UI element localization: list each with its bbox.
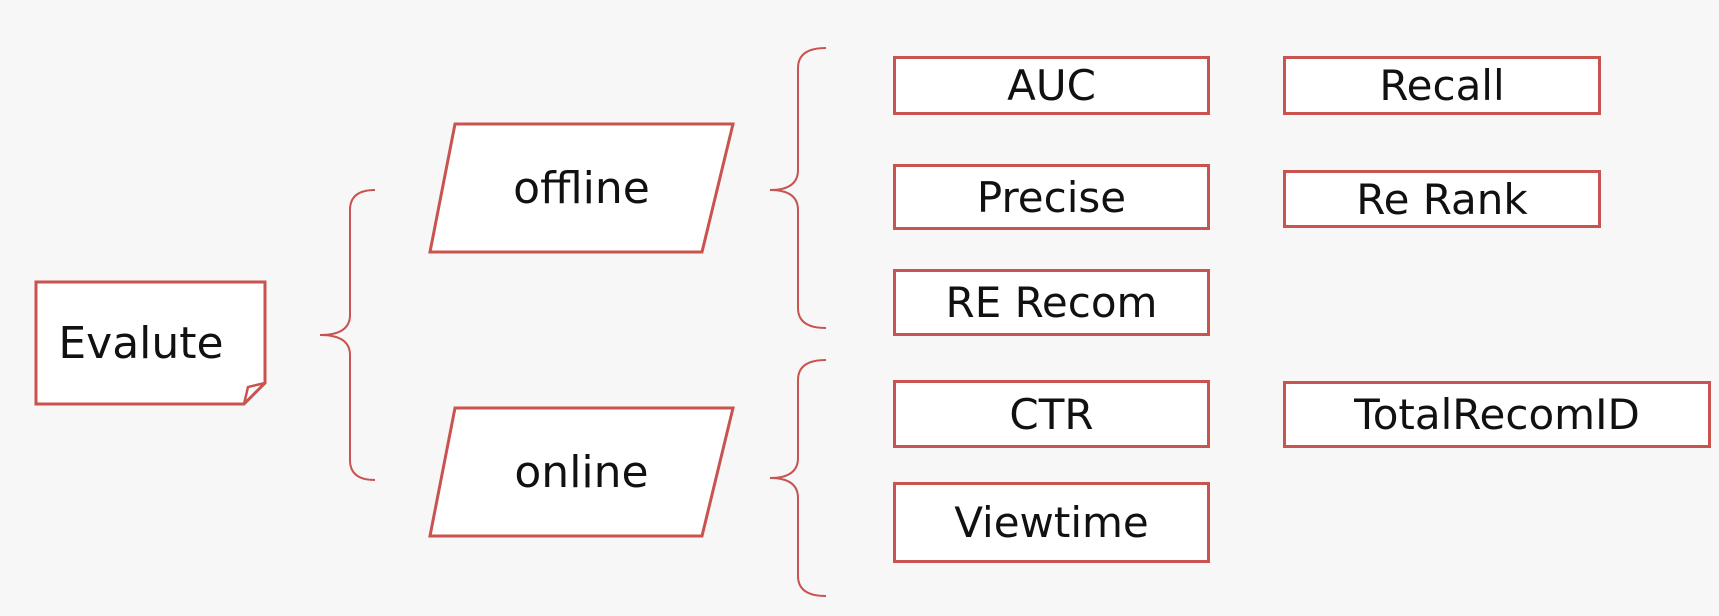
- root-node-label: Evalute: [58, 317, 224, 369]
- metric-box-precise: Precise: [893, 164, 1210, 230]
- metric-box-re-recom: RE Recom: [893, 269, 1210, 336]
- metric-box-ctr: CTR: [893, 380, 1210, 448]
- root-note-fold: [242, 381, 266, 405]
- online-brace: [769, 359, 827, 597]
- metric-box-auc: AUC: [893, 56, 1210, 115]
- root-note-shape: [34, 280, 267, 406]
- metric-box-totalrecomid: TotalRecomID: [1283, 381, 1711, 448]
- root-brace: [319, 189, 376, 481]
- metric-box-recall: Recall: [1283, 56, 1601, 115]
- online-shape: [428, 406, 735, 538]
- metric-box-viewtime: Viewtime: [893, 482, 1210, 563]
- online-node-label: online: [514, 446, 649, 498]
- offline-node-label: offline: [513, 162, 650, 214]
- offline-shape: [428, 122, 735, 254]
- offline-brace: [769, 47, 827, 329]
- metric-box-re-rank: Re Rank: [1283, 170, 1601, 228]
